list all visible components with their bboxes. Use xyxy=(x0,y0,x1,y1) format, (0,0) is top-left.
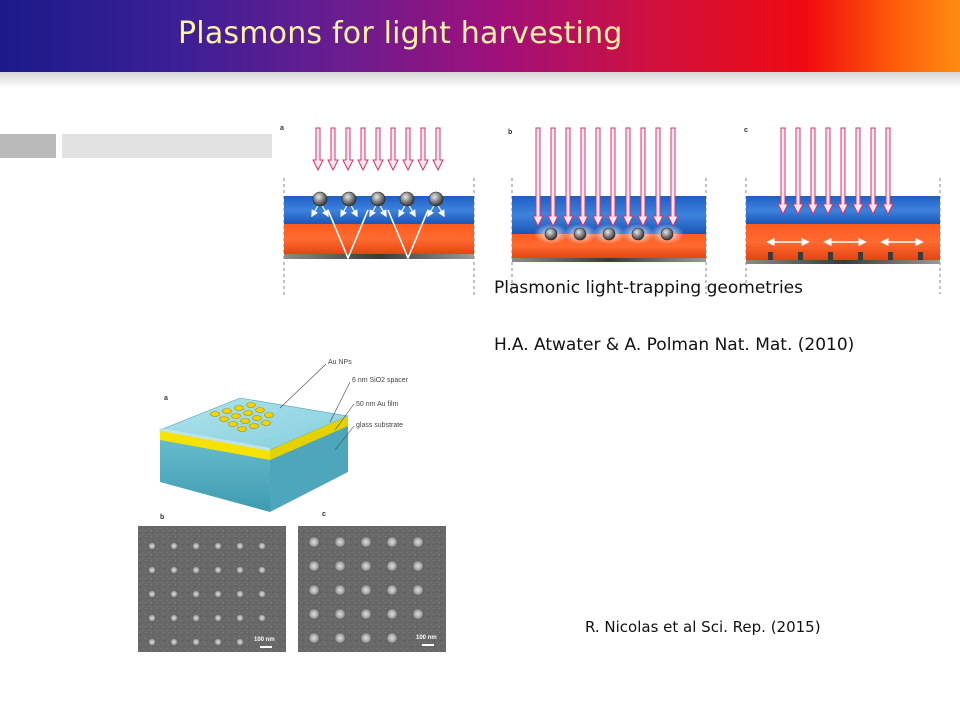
panel-b-label: b xyxy=(508,129,512,136)
panel-b: b xyxy=(508,127,707,294)
label-glass-substrate: glass substrate xyxy=(356,422,403,429)
bottom-panel-c-label: c xyxy=(322,511,326,518)
slide-title: Plasmons for light harvesting xyxy=(178,16,623,51)
citation-atwater: H.A. Atwater & A. Polman Nat. Mat. (2010… xyxy=(494,335,855,355)
scale-bar-b-label: 100 nm xyxy=(254,637,275,643)
light-trapping-figure: a xyxy=(280,125,941,298)
decor-bar-light xyxy=(62,134,272,158)
label-spacer: 6 nm SiO2 spacer xyxy=(352,377,409,384)
label-au-film: 50 nm Au film xyxy=(356,401,399,408)
title-bar xyxy=(0,0,960,72)
panel-a-label: a xyxy=(280,125,284,132)
au-nanoparticle-figure: a Au NPs 6 nm SiO2 spacer 50 nm Au film … xyxy=(138,359,446,652)
decor-bar-dark xyxy=(0,134,56,158)
label-au-nps: Au NPs xyxy=(328,359,352,366)
citation-nicolas: R. Nicolas et al Sci. Rep. (2015) xyxy=(585,618,821,636)
sem-image-c: c 100 nm xyxy=(298,511,446,652)
layer-stack-diagram: a Au NPs 6 nm SiO2 spacer 50 nm Au film … xyxy=(158,359,409,512)
panel-a: a xyxy=(280,125,475,298)
figure-caption: Plasmonic light-trapping geometries xyxy=(494,278,803,298)
panel-c-label: c xyxy=(744,127,748,134)
title-bar-shadow xyxy=(0,72,960,88)
panel-c: c xyxy=(744,127,941,294)
scale-bar-c-label: 100 nm xyxy=(416,635,437,641)
bottom-panel-b-label: b xyxy=(160,514,164,521)
bottom-panel-a-label: a xyxy=(164,395,168,402)
sem-image-b: b 100 nm xyxy=(138,514,286,652)
